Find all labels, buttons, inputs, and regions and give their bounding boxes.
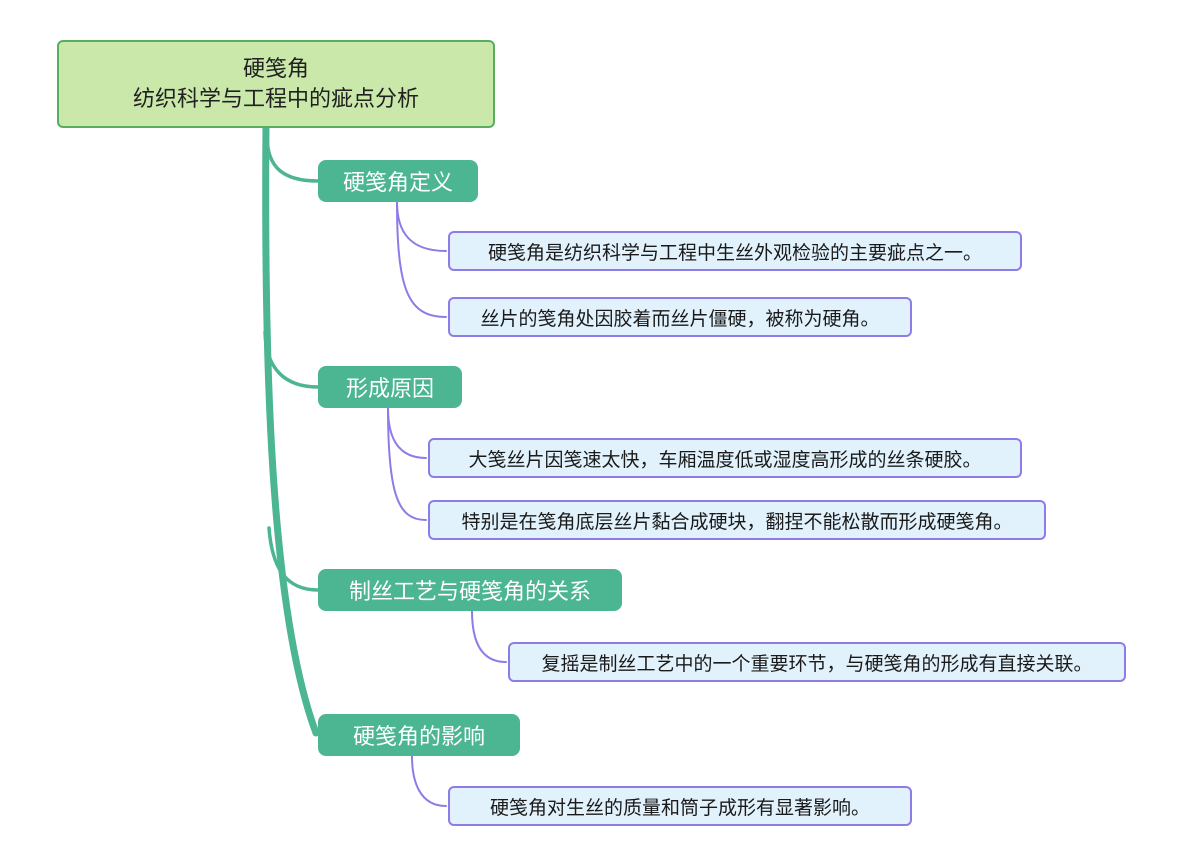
leaf-text: 特别是在笺角底层丝片黏合成硬块，翻捏不能松散而形成硬笺角。 — [461, 511, 1013, 533]
root-node[interactable]: 硬笺角 纺织科学与工程中的疵点分析 — [57, 40, 495, 128]
leaf-text: 大笺丝片因笺速太快，车厢温度低或湿度高形成的丝条硬胶。 — [468, 449, 982, 471]
branch-label: 形成原因 — [345, 376, 434, 401]
branch-node-definition[interactable]: 硬笺角定义 — [318, 160, 478, 202]
connector-leaf-1b — [396, 201, 447, 318]
connector-branch-3 — [267, 526, 320, 592]
leaf-text: 硬笺角是纺织科学与工程中生丝外观检验的主要疵点之一。 — [487, 242, 982, 264]
connector-leaf-2a — [387, 407, 427, 459]
leaf-node-definition-2[interactable]: 丝片的笺角处因胶着而丝片僵硬，被称为硬角。 — [448, 297, 912, 337]
branch-label: 制丝工艺与硬笺角的关系 — [348, 579, 591, 604]
branch-label: 硬笺角的影响 — [352, 724, 485, 749]
connector-leaf-1a — [396, 201, 447, 252]
branch-node-impact[interactable]: 硬笺角的影响 — [318, 714, 520, 756]
connector-leaf-3a — [471, 610, 507, 663]
leaf-node-causes-1[interactable]: 大笺丝片因笺速太快，车厢温度低或湿度高形成的丝条硬胶。 — [428, 438, 1022, 478]
leaf-text: 硬笺角对生丝的质量和筒子成形有显著影响。 — [489, 797, 870, 819]
connector-branch-1 — [265, 134, 320, 183]
leaf-node-impact-1[interactable]: 硬笺角对生丝的质量和筒子成形有显著影响。 — [448, 786, 912, 826]
connector-leaf-4a — [411, 755, 447, 807]
branch-label: 硬笺角定义 — [342, 170, 453, 195]
root-title-line2: 纺织科学与工程中的疵点分析 — [132, 86, 419, 111]
leaf-text: 复摇是制丝工艺中的一个重要环节，与硬笺角的形成有直接关联。 — [541, 653, 1093, 675]
connector-leaf-2b — [387, 407, 427, 521]
leaf-node-causes-2[interactable]: 特别是在笺角底层丝片黏合成硬块，翻捏不能松散而形成硬笺角。 — [428, 500, 1046, 540]
leaf-node-definition-1[interactable]: 硬笺角是纺织科学与工程中生丝外观检验的主要疵点之一。 — [448, 231, 1022, 271]
leaf-node-process-relation-1[interactable]: 复摇是制丝工艺中的一个重要环节，与硬笺角的形成有直接关联。 — [508, 642, 1126, 682]
branch-node-process-relation[interactable]: 制丝工艺与硬笺角的关系 — [318, 569, 622, 611]
root-title-line1: 硬笺角 — [242, 56, 309, 81]
branch-node-causes[interactable]: 形成原因 — [318, 366, 462, 408]
leaf-text: 丝片的笺角处因胶着而丝片僵硬，被称为硬角。 — [480, 308, 880, 330]
connector-branch-2 — [263, 330, 320, 389]
trunk-connector — [262, 121, 320, 737]
